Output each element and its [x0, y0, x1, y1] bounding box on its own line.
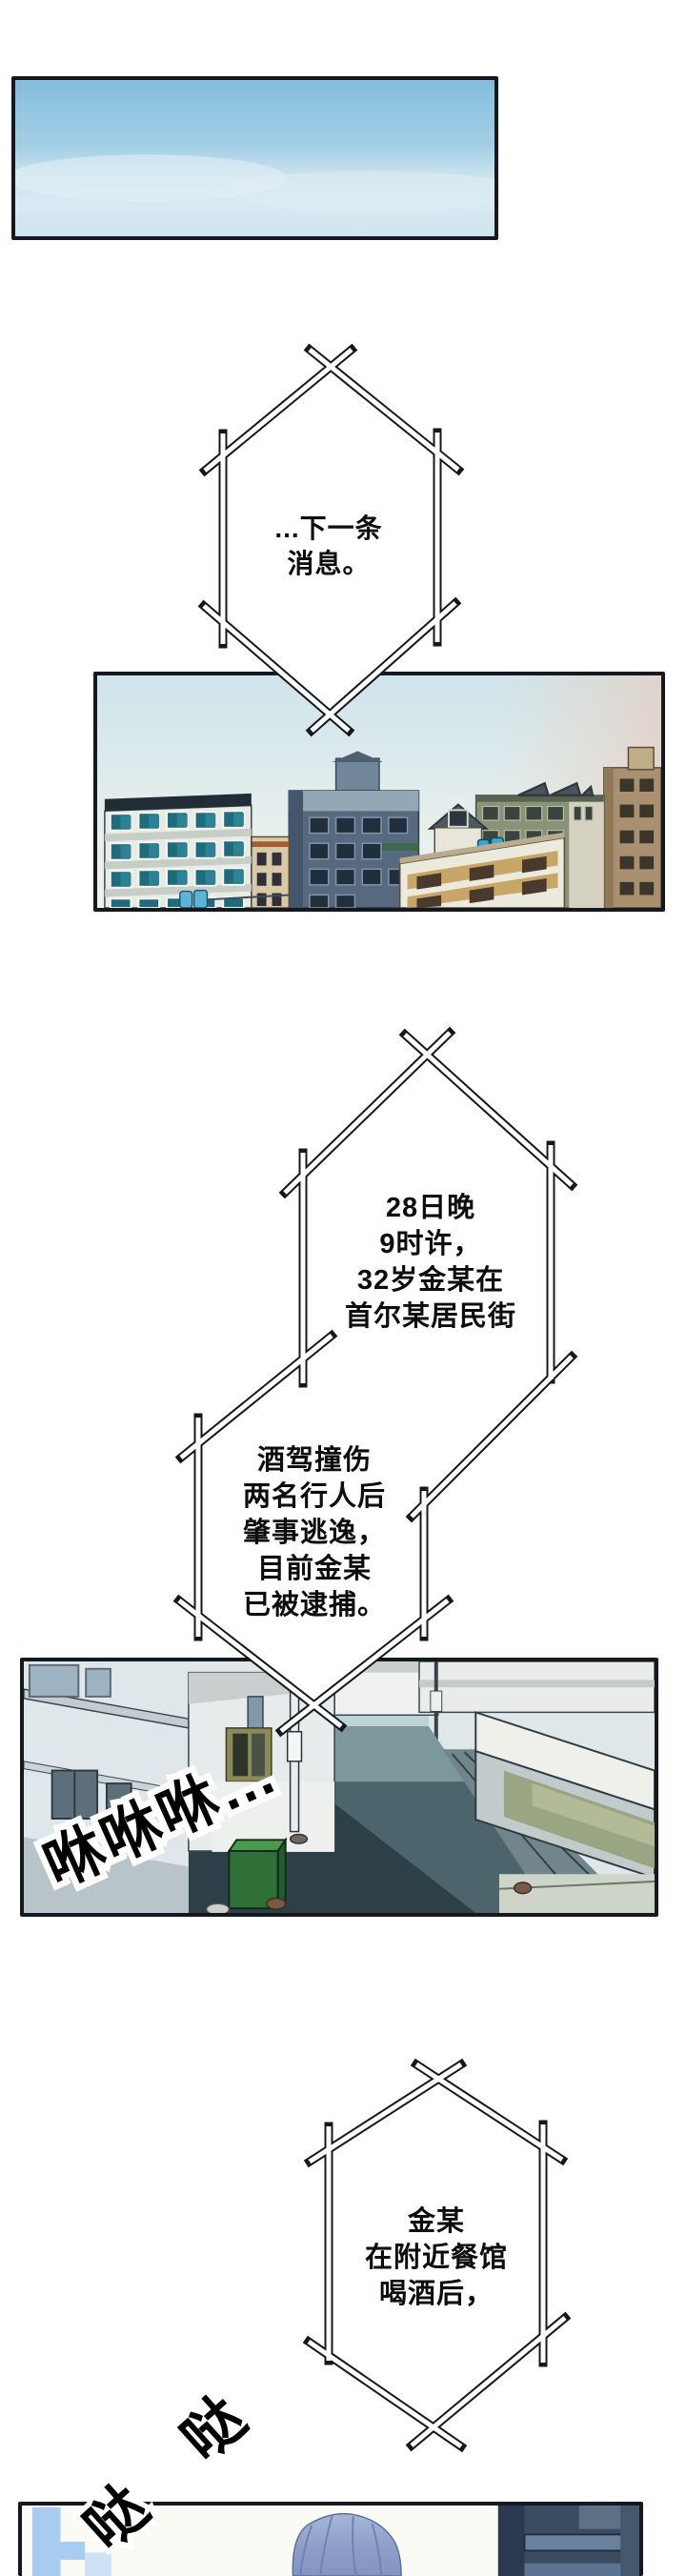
- water-tank-icon: [179, 889, 209, 908]
- sfx-footstep-1-text: 哒 哒: [153, 2368, 267, 2482]
- bubble-4-line-1: 金某: [407, 2206, 465, 2237]
- bubble-4-line-3: 喝酒后，: [378, 2279, 494, 2309]
- debris: [266, 1897, 287, 1910]
- room-art: [22, 2506, 639, 2576]
- speech-bubble-1: ...下一条 消息。: [233, 511, 424, 581]
- building-tan-right: [603, 746, 661, 908]
- bubble-2-line-1: 28日晚: [385, 1193, 476, 1223]
- bubble-2-line-2: 9时许，: [379, 1229, 482, 1259]
- speech-bubble-4: 金某 在附近餐馆 喝酒后，: [320, 2204, 553, 2312]
- bubble-3-line-2: 两名行人后: [242, 1481, 386, 1512]
- bubble-2-line-3: 32岁金某在: [356, 1265, 505, 1296]
- bubble-1-line-2: 消息。: [287, 549, 371, 578]
- bubble-1-line-1: ...下一条: [274, 513, 383, 543]
- debris: [205, 1902, 231, 1913]
- panel-sky: [11, 76, 498, 240]
- bubble-stick-inner: [177, 348, 574, 2449]
- blue-fixture: [31, 2506, 111, 2576]
- sky-art: [15, 80, 494, 236]
- bubble-3-line-5: 已被逮捕。: [242, 1590, 386, 1620]
- dumpster: [227, 1837, 288, 1911]
- speech-bubble-2: 28日晚 9时许， 32岁金某在 首尔某居民街: [314, 1190, 547, 1335]
- left-building: [24, 1661, 190, 1913]
- building-banded: [398, 832, 566, 908]
- bubble-3-line-4: 目前金某: [256, 1554, 372, 1584]
- panel-cityscape: [93, 672, 665, 912]
- panel-room: [18, 2502, 643, 2576]
- bubble-stick-outer: [172, 343, 578, 2453]
- bubble-2-line-4: 首尔某居民街: [344, 1301, 516, 1332]
- building-left: [104, 793, 291, 908]
- cityscape-art: [97, 675, 661, 908]
- bubble-3-line-1: 酒驾撞伤: [256, 1445, 372, 1476]
- shelf-unit: [497, 2506, 639, 2576]
- speech-bubble-3: 酒驾撞伤 两名行人后 肇事逃逸， 目前金某 已被逮捕。: [198, 1442, 431, 1623]
- building-blue-mid: [288, 751, 420, 908]
- person-head: [292, 2512, 402, 2576]
- bubble-4-line-2: 在附近餐馆: [364, 2243, 508, 2273]
- bubble-3-line-3: 肇事逃逸，: [242, 1518, 386, 1548]
- right-courtyard: [474, 1711, 655, 1913]
